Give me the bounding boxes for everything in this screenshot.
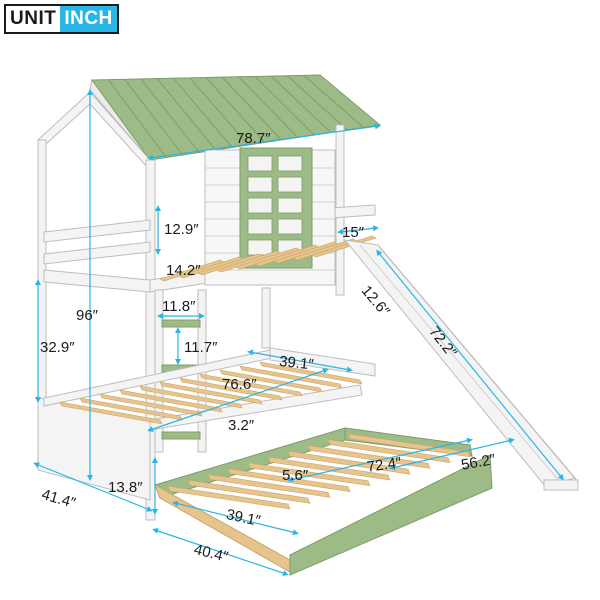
window-pane <box>277 155 303 172</box>
window-pane <box>247 155 273 172</box>
trundle-slat <box>187 479 311 504</box>
dim-line-trundle-extension <box>389 437 515 471</box>
dim-label-trundle-height: 13.8″ <box>108 479 143 496</box>
upper-slats <box>159 235 377 282</box>
roof-slat-line <box>287 75 348 131</box>
dim-line-slide-length <box>376 249 564 481</box>
dim-label-roof-width: 78.7″ <box>236 130 271 147</box>
window-pane <box>247 218 273 235</box>
upper-rail-top <box>43 219 151 243</box>
trundle-slat <box>207 474 331 498</box>
window-pane <box>277 218 303 235</box>
dim-line-trundle-depth <box>152 528 289 576</box>
inch-label: INCH <box>60 6 117 32</box>
dim-label-total-height: 96″ <box>76 307 98 324</box>
dim-label-lower-height: 32.9″ <box>40 339 75 356</box>
upper-base-left <box>43 269 151 293</box>
unit-label: UNIT <box>6 6 61 32</box>
window-pane <box>247 176 273 193</box>
dim-label-top-slat-gap: 14.2″ <box>166 262 201 279</box>
dim-line-total-depth <box>33 462 153 512</box>
dimension-lines <box>33 89 564 576</box>
unit-badge: UNIT INCH <box>4 4 119 34</box>
dim-label-lower-length: 76.6″ <box>222 376 257 393</box>
dim-label-trundle-slat-gap: 5.6″ <box>282 467 309 484</box>
dim-label-lower-slat-gap: 3.2″ <box>228 417 255 434</box>
roof-slat-line <box>270 75 332 133</box>
window <box>239 147 313 269</box>
ladder-step-1 <box>161 319 201 328</box>
trundle-foot-panel <box>289 454 493 576</box>
dim-line-trundle-width <box>172 500 299 536</box>
upper-rail-mid <box>43 241 151 265</box>
dim-label-slide-step: 15″ <box>342 224 364 241</box>
dim-line-slide-step <box>337 225 379 235</box>
window-pane <box>247 239 273 256</box>
dim-label-ladder-gap: 11.7″ <box>184 339 218 356</box>
slide-foot <box>543 479 579 491</box>
window-pane <box>247 197 273 214</box>
window-pane <box>277 197 303 214</box>
window-pane <box>277 176 303 193</box>
dim-label-ladder-step: 11.8″ <box>162 298 196 315</box>
dim-line-lower-width <box>247 349 353 373</box>
lower-right-post <box>261 287 271 349</box>
dim-line-roof <box>147 123 381 161</box>
roof-slat-line <box>303 74 364 128</box>
dim-label-guardrail-height: 12.9″ <box>164 221 199 238</box>
dim-line-lower-length <box>147 368 329 432</box>
ladder-step-3 <box>161 431 201 440</box>
dim-label-lower-width: 39.1″ <box>278 353 315 374</box>
